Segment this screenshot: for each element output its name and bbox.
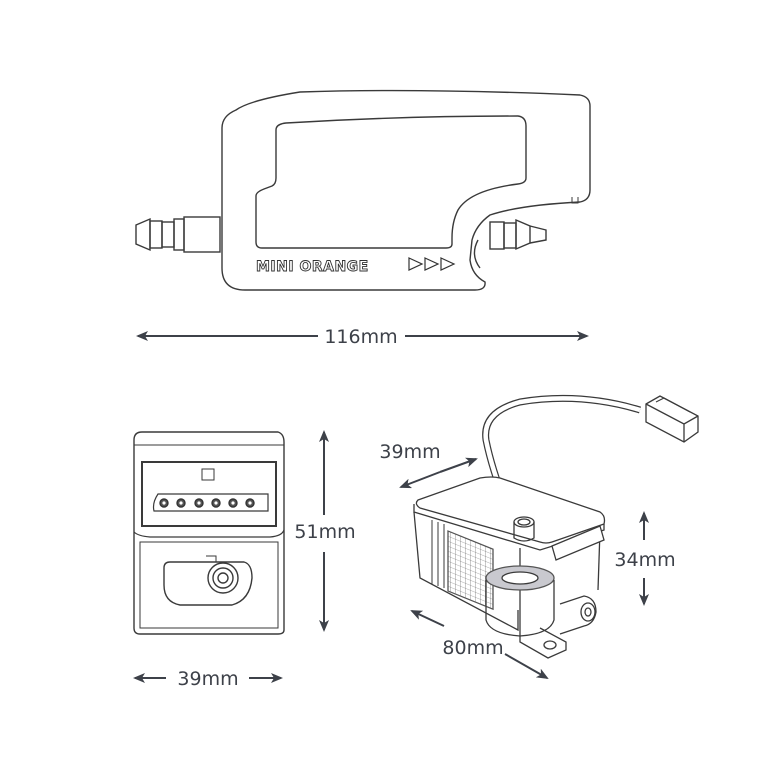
power-plug — [645, 395, 699, 443]
front-view — [133, 431, 285, 635]
right-hose-barb — [473, 218, 547, 269]
pump-lid — [415, 476, 606, 544]
pump-body-outline — [221, 89, 591, 291]
pin-strip — [152, 493, 269, 512]
outlet-port — [207, 562, 239, 594]
left-hose-barb — [135, 216, 221, 253]
iso-depth-label: 39mm — [379, 441, 440, 463]
flow-arrows-icon — [408, 257, 456, 271]
brand-label: MINI ORANGE — [256, 259, 369, 275]
outlet-recess — [163, 561, 253, 606]
mounting-foot — [519, 627, 567, 659]
front-housing — [133, 431, 285, 635]
length-label: 116mm — [324, 326, 397, 348]
iso-length-label: 80mm — [442, 637, 503, 659]
front-width-label: 39mm — [177, 668, 238, 690]
pump-window — [255, 115, 527, 249]
front-height-label: 51mm — [294, 521, 355, 543]
iso-height-label: 34mm — [614, 549, 675, 571]
isometric-view — [413, 394, 699, 659]
connector-panel — [141, 461, 277, 527]
iso-dimensions — [399, 457, 649, 679]
connector-pins — [159, 498, 255, 508]
side-view — [135, 89, 591, 291]
